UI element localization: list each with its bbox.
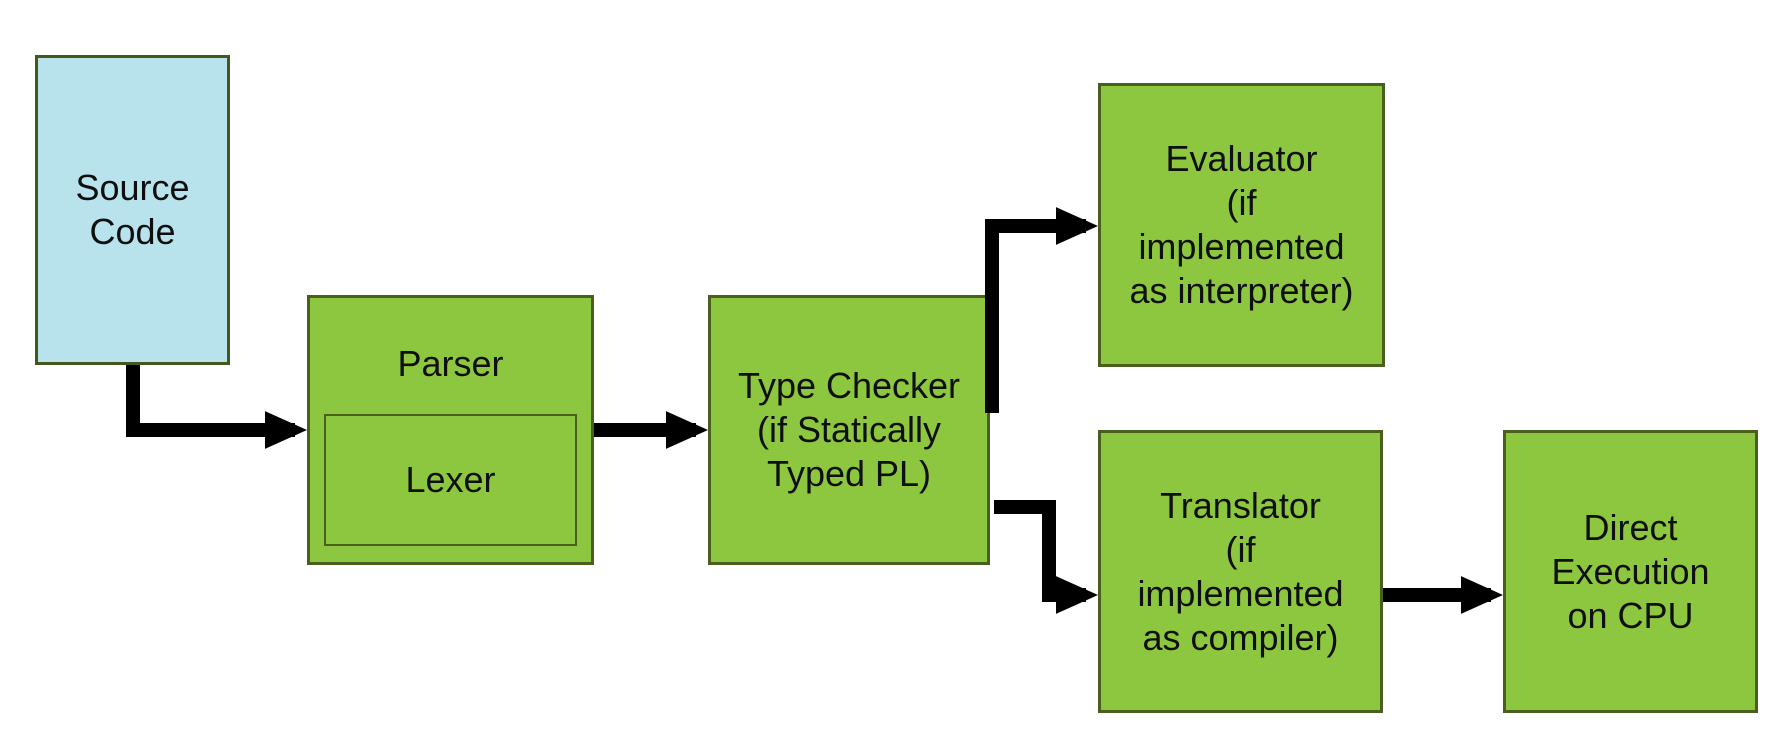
translator-label-line: (if	[1225, 528, 1256, 570]
arrow-type-checker-to-evaluator	[985, 207, 1098, 413]
direct-execution-box: Direct Execution on CPU	[1503, 430, 1758, 713]
translator-label-line: implemented	[1137, 572, 1344, 614]
type-checker-label-line: (if Statically	[756, 409, 942, 450]
evaluator-label-line: (if	[1226, 182, 1257, 223]
parser-label: Parser	[397, 343, 504, 384]
direct-execution-label-line: Direct	[1583, 506, 1678, 548]
arrow-source-code-to-parser	[126, 365, 307, 449]
type-checker-box: Type Checker (if Statically Typed PL)	[708, 295, 990, 565]
source-code-label-line: Source	[75, 167, 190, 208]
translator-label-line: Translator	[1160, 484, 1321, 526]
direct-execution-label-line: on CPU	[1567, 594, 1694, 636]
evaluator-box: Evaluator (if implemented as interpreter…	[1098, 83, 1385, 367]
evaluator-label-line: Evaluator	[1165, 138, 1318, 179]
evaluator-label-line: as interpreter)	[1129, 270, 1354, 311]
evaluator-label-line: implemented	[1138, 226, 1345, 267]
type-checker-label-line: Typed PL)	[766, 453, 932, 494]
lexer-box: Lexer	[324, 414, 577, 546]
translator-box: Translator (if implemented as compiler)	[1098, 430, 1383, 713]
source-code-box: Source Code	[35, 55, 230, 365]
parser-box: Parser Lexer	[307, 295, 594, 565]
parser-label-area: Parser	[310, 298, 591, 414]
direct-execution-label-line: Execution	[1551, 550, 1710, 592]
type-checker-label-line: Type Checker	[737, 365, 961, 406]
source-code-label-line: Code	[89, 211, 176, 252]
arrow-type-checker-to-translator	[994, 500, 1098, 614]
lexer-label: Lexer	[405, 459, 496, 500]
translator-label-line: as compiler)	[1142, 616, 1339, 658]
